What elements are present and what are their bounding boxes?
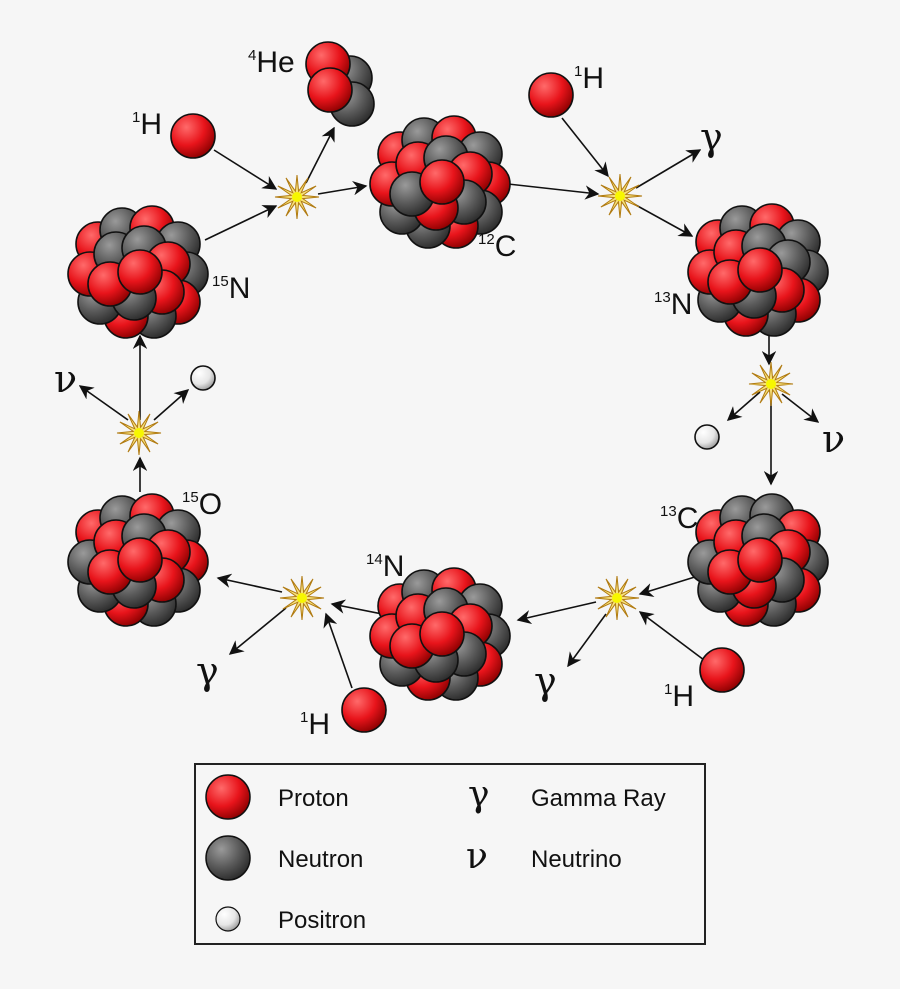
arrow-flash3-to-neutrino [781,393,820,423]
nucleus-labels: 12C 13N 13C 14N 15O 15N 4He [182,46,698,583]
legend: Proton Neutron Positron γ Gamma Ray ν Ne… [194,763,706,945]
neutrino-symbol-right: ν [822,417,845,461]
legend-positron-swatch [215,906,241,932]
arrow-h-to-flash1 [213,149,278,190]
label-n13: 13N [654,288,692,321]
label-c12: 12C [478,230,516,263]
reaction-flash [116,410,162,456]
legend-neutron-label: Neutron [278,846,363,873]
legend-proton-label: Proton [278,785,349,812]
label-n15: 15N [212,272,250,305]
arrow-n14-to-flash5 [330,599,383,615]
arrow-n15-to-flash1 [204,205,278,241]
arrow-c13-to-flash4 [638,575,699,598]
reaction-flash [279,575,325,621]
legend-neutrino-symbol: ν [466,836,488,877]
label-h-topleft: 1H [132,108,162,141]
arrow-c12-to-flash2 [507,183,600,200]
legend-gamma-symbol: γ [468,774,490,815]
nuclei-layer [67,41,829,701]
arrow-flash4-to-n14 [516,601,597,625]
hydrogen-layer [170,72,745,733]
hydrogen-proton [341,687,387,733]
nucleus-c13 [687,493,829,627]
proton [117,537,163,583]
reaction-flash [274,174,320,220]
nucleus-n13 [687,203,829,337]
label-o15: 15O [182,488,222,521]
arrow-flash1-to-he4 [305,126,335,184]
proton [737,537,783,583]
gamma-symbol-bottomright: γ [534,659,557,703]
arrow-flash6-to-positron [153,389,190,421]
legend-proton-swatch [205,774,251,820]
legend-positron-label: Positron [278,907,366,934]
label-c13: 13C [660,502,698,535]
nucleus-o15 [67,493,209,627]
hydrogen-proton [528,72,574,118]
positron [694,424,720,450]
proton [737,247,783,293]
flash-layer [116,173,794,621]
nucleus-c12 [369,115,511,249]
legend-neutrino-label: Neutrino [531,846,622,873]
proton [307,67,353,113]
arrow-flash4-to-gamma [567,613,607,668]
hydrogen-labels: 1H 1H 1H 1H [132,62,694,741]
proton [419,611,465,657]
nucleus-n15 [67,205,209,339]
arrow-flash6-to-neutrino [78,385,129,421]
neutrino-symbol-left: ν [54,357,77,401]
arrow-flash1-to-c12 [317,181,368,196]
legend-box [194,763,706,945]
reaction-arrows [78,117,820,689]
nucleus-he4 [305,41,375,127]
hydrogen-proton [170,113,216,159]
label-h-topright: 1H [574,62,604,95]
hydrogen-proton [699,647,745,693]
arrow-flash2-to-gamma [635,149,702,189]
label-he4: 4He [248,46,295,79]
legend-neutron-swatch [205,835,251,881]
arrow-h-to-flash2 [561,117,609,178]
arrow-flash5-to-gamma [228,607,287,655]
label-h-bottomright: 1H [664,680,694,713]
arrow-h-to-flash4 [638,611,705,661]
gamma-symbol-bottomleft: γ [196,649,219,693]
positron-layer [190,365,720,450]
label-n14: 14N [366,550,404,583]
reaction-flash [597,173,643,219]
arrow-flash3-to-positron [726,391,761,421]
label-h-bottomleft: 1H [300,708,330,741]
arrow-h-to-flash5 [323,612,353,689]
proton [117,249,163,295]
reaction-flash [748,361,794,407]
proton [419,159,465,205]
reaction-flash [594,575,640,621]
nucleus-n14 [369,567,511,701]
legend-gamma-label: Gamma Ray [531,785,666,812]
particle-symbols: γ γ γ ν ν [54,115,845,703]
arrow-flash2-to-n13 [633,203,694,237]
positron [190,365,216,391]
arrow-flash5-to-o15 [216,573,283,593]
gamma-symbol-topright: γ [700,115,723,159]
